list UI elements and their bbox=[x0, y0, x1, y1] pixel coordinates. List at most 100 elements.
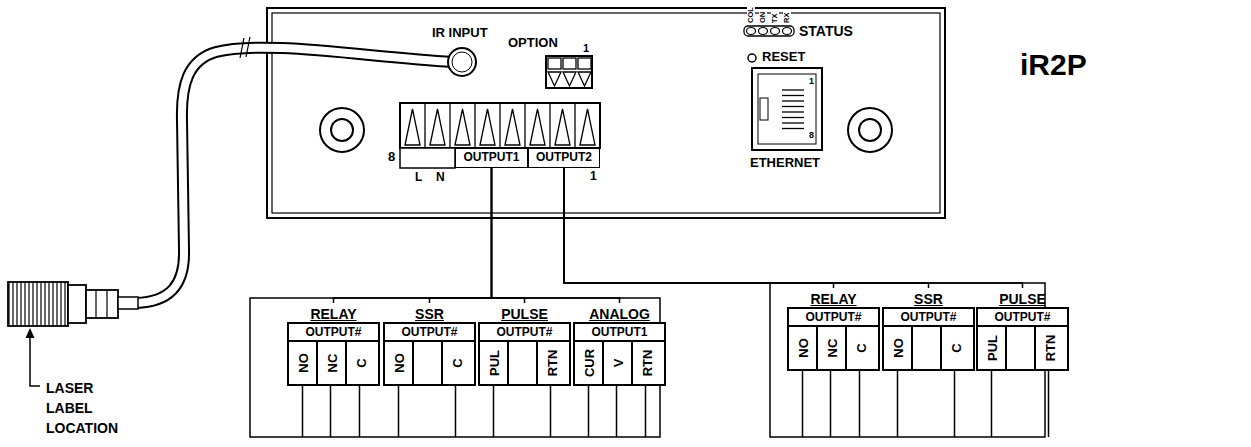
terminal-cell: V bbox=[602, 342, 631, 384]
terminal-row: NOC bbox=[884, 327, 973, 369]
terminal-clamp bbox=[555, 109, 570, 145]
drawing-stroke bbox=[106, 290, 107, 318]
wire-stub bbox=[455, 386, 457, 437]
output-wiring-block: RELAY OUTPUT#NO NC C bbox=[787, 288, 880, 371]
wire-stub bbox=[588, 386, 590, 437]
terminal-cell: RTN bbox=[1034, 327, 1063, 369]
jack-contact bbox=[782, 100, 804, 101]
drawing-stroke bbox=[405, 103, 595, 148]
wiring-heading: SSR bbox=[383, 303, 476, 322]
wire-stub bbox=[302, 386, 304, 437]
output-wiring-block: PULSEOUTPUT#PULRTN bbox=[976, 288, 1069, 371]
terminal-cell: PUL bbox=[978, 327, 1005, 369]
pin-number: 1 bbox=[809, 76, 814, 86]
terminal-box: OUTPUT# PUL RTN bbox=[976, 307, 1069, 371]
terminal-clamp bbox=[430, 109, 445, 145]
wiring-heading: RELAY bbox=[287, 303, 380, 322]
terminal-name: C bbox=[449, 358, 464, 367]
terminal-label: N bbox=[436, 171, 445, 185]
terminal-cell bbox=[507, 342, 536, 384]
wire-stub bbox=[954, 371, 956, 437]
jack-contact bbox=[782, 106, 804, 107]
wire-stub bbox=[830, 371, 832, 437]
drawing-stroke bbox=[744, 26, 794, 36]
terminal-row: PUL RTN bbox=[978, 327, 1067, 369]
terminal-row: NO NC C bbox=[289, 342, 378, 384]
terminal-divider bbox=[524, 103, 525, 148]
drawing-stroke bbox=[578, 72, 591, 86]
drawing-stroke bbox=[759, 28, 768, 35]
terminal-name: NO bbox=[391, 353, 406, 373]
terminal-name: RTN bbox=[639, 350, 654, 377]
terminal-name: NC bbox=[324, 354, 339, 373]
drawing-stroke bbox=[68, 285, 86, 323]
drawing-stroke bbox=[86, 290, 118, 318]
drawing-stroke bbox=[563, 72, 576, 86]
terminal-cell: CUR bbox=[575, 342, 602, 384]
jack-contact bbox=[782, 117, 804, 118]
terminal-row: NO C bbox=[385, 342, 474, 384]
jack-contact bbox=[782, 95, 804, 96]
drawing-stroke bbox=[548, 72, 561, 86]
terminal-clamp bbox=[505, 109, 520, 145]
wire-stub bbox=[859, 371, 861, 437]
wire-stub bbox=[645, 386, 647, 437]
terminal-name: PUL bbox=[486, 350, 501, 376]
pin-number: 8 bbox=[809, 130, 814, 140]
output-header: OUTPUT# bbox=[480, 324, 569, 342]
connector-line bbox=[430, 168, 492, 303]
drawing-stroke bbox=[760, 98, 768, 120]
led-label: RX bbox=[783, 12, 791, 24]
drawing-stroke bbox=[546, 56, 592, 88]
connector-line bbox=[564, 168, 929, 288]
jack-contact bbox=[782, 128, 804, 129]
led-label: COL bbox=[747, 6, 755, 24]
drawing-stroke bbox=[95, 290, 96, 318]
terminal-cell: NO bbox=[385, 342, 412, 384]
led-label: ON bbox=[759, 11, 767, 24]
drawing-stroke bbox=[320, 108, 364, 152]
terminal-cell: NO bbox=[289, 342, 316, 384]
drawing-stroke bbox=[563, 58, 576, 69]
option-label: OPTION bbox=[508, 36, 558, 51]
terminal-divider bbox=[424, 103, 425, 148]
terminal-name: PUL bbox=[984, 335, 999, 361]
terminal-cell: C bbox=[345, 342, 374, 384]
output-header: OUTPUT# bbox=[289, 324, 378, 342]
wiring-heading: ANALOG bbox=[573, 303, 666, 322]
drawing-stroke bbox=[548, 58, 561, 69]
drawing-stroke bbox=[8, 282, 68, 326]
drawing-stroke bbox=[267, 8, 945, 218]
terminal-divider bbox=[449, 103, 450, 148]
terminal-clamp bbox=[580, 109, 595, 145]
output-header: OUTPUT# bbox=[789, 309, 878, 327]
drawing-stroke bbox=[272, 13, 940, 213]
terminal-name: NC bbox=[824, 339, 839, 358]
wire-stub bbox=[802, 371, 804, 437]
drawing-stroke bbox=[118, 297, 138, 309]
terminal-name: CUR bbox=[581, 349, 596, 377]
terminal-box: OUTPUT#NO NC C bbox=[287, 322, 380, 386]
drawing-stroke bbox=[448, 48, 476, 76]
led-label: TX bbox=[771, 12, 779, 24]
output-header: OUTPUT# bbox=[978, 309, 1067, 327]
terminal-cell: RTN bbox=[631, 342, 660, 384]
drawing-stroke bbox=[748, 54, 756, 62]
drawing-stroke bbox=[747, 28, 792, 35]
wiring-heading: RELAY bbox=[787, 288, 880, 307]
terminal-name: V bbox=[610, 359, 625, 368]
terminal-cell: C bbox=[845, 327, 874, 369]
terminal-cell: C bbox=[940, 327, 969, 369]
drawing-stroke bbox=[771, 28, 780, 35]
terminal-box: OUTPUT1CURVRTN bbox=[573, 322, 666, 386]
wire-stub bbox=[330, 386, 332, 437]
drawing-stroke bbox=[578, 58, 591, 69]
terminal-cell: NO bbox=[789, 327, 816, 369]
drawing-stroke bbox=[400, 103, 600, 148]
terminal-cell: C bbox=[441, 342, 470, 384]
output-label: OUTPUT2 bbox=[536, 150, 592, 164]
status-label: STATUS bbox=[799, 23, 853, 39]
output-wiring-block: SSROUTPUT#NOC bbox=[882, 288, 975, 371]
terminal-clamp bbox=[405, 109, 420, 145]
wire-stub bbox=[897, 371, 899, 437]
